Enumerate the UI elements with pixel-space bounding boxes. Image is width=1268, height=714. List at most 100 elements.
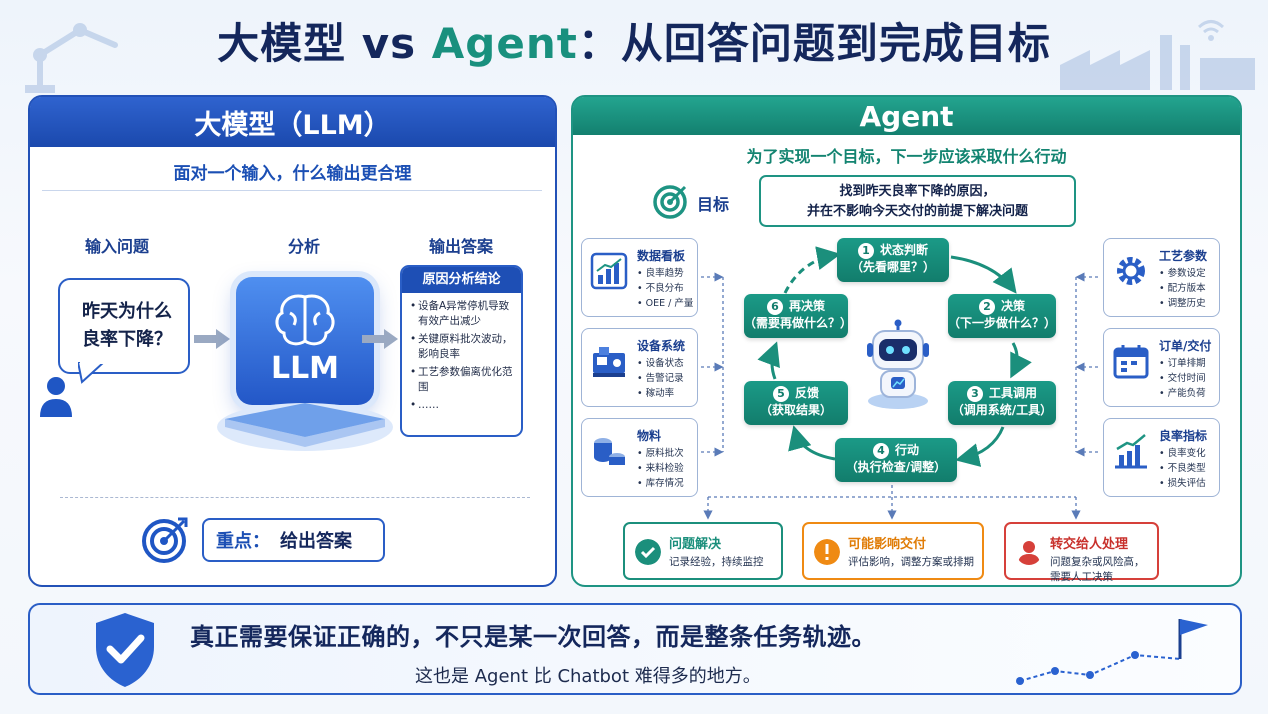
factory-decoration (1060, 35, 1255, 90)
outcome-desc: 评估影响，调整方案或排期 (848, 556, 974, 568)
agent-panel-subtitle: 为了实现一个目标，下一步应该采取什么行动 (746, 147, 1067, 166)
goal-label: 目标 (697, 195, 730, 214)
source-card-equipment: 设备系统 设备状态 告警记录 稼动率 (581, 328, 698, 407)
step-number: 3 (966, 386, 983, 402)
source-title: 工艺参数 (1159, 249, 1208, 263)
summary-banner: 真正需要保证正确的，不只是某一次回答，而是整条任务轨迹。 这也是 Agent 比… (28, 603, 1242, 695)
col-input-heading: 输入问题 (84, 237, 149, 256)
bubble-tail (78, 362, 106, 384)
source-item: 调整历史 (1159, 296, 1206, 311)
source-item: 告警记录 (637, 371, 684, 386)
wifi-icon (1197, 20, 1225, 41)
result-card-title: 原因分析结论 (402, 267, 521, 293)
divider-dashed (60, 497, 530, 498)
gear-icon (1117, 257, 1145, 285)
question-line-1: 昨天为什么 (82, 301, 172, 322)
source-item: 设备状态 (637, 356, 684, 371)
outcome-escalate: 转交给人处理 问题复杂或风险高， 需要人工决策 (1004, 522, 1159, 583)
goal-target-icon (653, 185, 687, 219)
col-output-heading: 输出答案 (428, 237, 493, 256)
question-bubble: 昨天为什么 良率下降？ (58, 278, 190, 374)
step-title: 决策 (1000, 299, 1025, 313)
target-icon (142, 517, 188, 563)
outcome-desc-line: 问题复杂或风险高， (1050, 556, 1145, 568)
step-desc: （下一步做什么？） (948, 316, 1057, 330)
divider (42, 190, 542, 191)
page-title: 大模型 vs Agent：从回答问题到完成目标 (0, 14, 1268, 74)
arrow-right-icon (362, 329, 398, 349)
source-item: 库存情况 (637, 476, 684, 491)
source-card-process: 工艺参数 参数设定 配方版本 调整历史 (1103, 238, 1220, 317)
goal-line-2: 并在不影响今天交付的前提下解决问题 (806, 204, 1028, 219)
source-item: 损失评估 (1159, 476, 1206, 491)
source-title: 物料 (637, 429, 662, 443)
step-desc: （执行检查/调整） (845, 460, 947, 474)
question-line-2: 良率下降？ (82, 329, 172, 350)
source-card-materials: 物料 原料批次 来料检验 库存情况 (581, 418, 698, 497)
source-item: 良率变化 (1159, 446, 1206, 461)
source-item: 参数设定 (1159, 266, 1206, 281)
check-circle-icon (635, 539, 661, 565)
llm-chip: LLM (236, 277, 374, 405)
outcome-delivery-risk: 可能影响交付 评估影响，调整方案或排期 (802, 522, 984, 580)
outcome-desc: 记录经验，持续监控 (669, 556, 764, 568)
step-title: 状态判断 (879, 243, 928, 257)
trajectory-flag-icon (1016, 619, 1208, 685)
source-card-yield: 良率指标 良率变化 不良类型 损失评估 (1103, 418, 1220, 497)
outcome-resolved: 问题解决 记录经验，持续监控 (623, 522, 783, 580)
llm-panel-subtitle: 面对一个输入，什么输出更合理 (173, 164, 412, 184)
key-point-box: 重点： 给出答案 (202, 518, 385, 562)
step-4-action: 4 行动 （执行检查/调整） (835, 438, 957, 482)
chip-platform (217, 403, 393, 451)
summary-line-1: 真正需要保证正确的，不只是某一次回答，而是整条任务轨迹。 (190, 623, 876, 651)
outcome-title: 问题解决 (669, 537, 722, 552)
outcome-desc-line: 需要人工决策 (1050, 571, 1113, 583)
source-item: 不良分布 (637, 281, 693, 296)
result-ellipsis: …… (410, 398, 515, 413)
source-title: 数据看板 (637, 249, 686, 263)
outcome-title: 转交给人处理 (1050, 537, 1129, 552)
result-item: 设备A异常停机导致有效产出减少 (410, 299, 515, 329)
source-item: 稼动率 (637, 386, 684, 401)
user-icon (40, 377, 72, 417)
step-desc: （调用系统/工具） (951, 403, 1053, 417)
source-card-dashboard: 数据看板 良率趋势 不良分布 OEE / 产量 (581, 238, 698, 317)
person-icon (1018, 541, 1040, 565)
source-item: 原料批次 (637, 446, 684, 461)
bar-chart-icon (590, 252, 628, 290)
source-item: 不良类型 (1159, 461, 1206, 476)
step-number: 1 (857, 243, 874, 259)
agent-panel-header: Agent (573, 97, 1240, 135)
title-part-llm: 大模型 vs (217, 19, 432, 68)
robot-arm-decoration (25, 23, 118, 93)
result-card: 原因分析结论 设备A异常停机导致有效产出减少 关键原料批次波动，影响良率 工艺参… (400, 265, 523, 437)
col-analysis-heading: 分析 (287, 237, 320, 256)
llm-panel-header: 大模型（LLM） (30, 97, 555, 147)
outcome-desc: 问题复杂或风险高， 需要人工决策 (1050, 555, 1145, 585)
goal-line-1: 找到昨天良率下降的原因， (839, 184, 996, 199)
source-title: 良率指标 (1159, 429, 1208, 443)
step-title: 再决策 (788, 299, 825, 313)
step-title: 行动 (894, 443, 919, 457)
calendar-icon (1113, 345, 1149, 379)
goal-box: 找到昨天良率下降的原因， 并在不影响今天交付的前提下解决问题 (759, 175, 1076, 227)
source-item: 良率趋势 (637, 266, 693, 281)
result-item: 关键原料批次波动，影响良率 (410, 332, 515, 362)
robot-icon (867, 319, 929, 409)
step-number: 2 (978, 299, 995, 315)
trend-chart-icon (1115, 434, 1147, 469)
source-item: 来料检验 (637, 461, 684, 476)
key-point-value: 给出答案 (280, 531, 352, 552)
step-desc: （获取结果） (759, 403, 832, 417)
result-item: 工艺参数偏离优化范围 (410, 365, 515, 395)
key-point-label: 重点： (216, 531, 270, 552)
step-6-redecide: 6 再决策 （需要再做什么？） (744, 294, 853, 338)
step-number: 4 (872, 443, 889, 459)
title-part-goal: ：从回答问题到完成目标 (577, 19, 1051, 68)
arrow-right-icon (194, 329, 230, 349)
warning-icon (814, 539, 840, 565)
material-roll-icon (594, 438, 625, 465)
step-desc: （需要再做什么？） (744, 316, 853, 330)
step-number: 6 (766, 299, 783, 315)
